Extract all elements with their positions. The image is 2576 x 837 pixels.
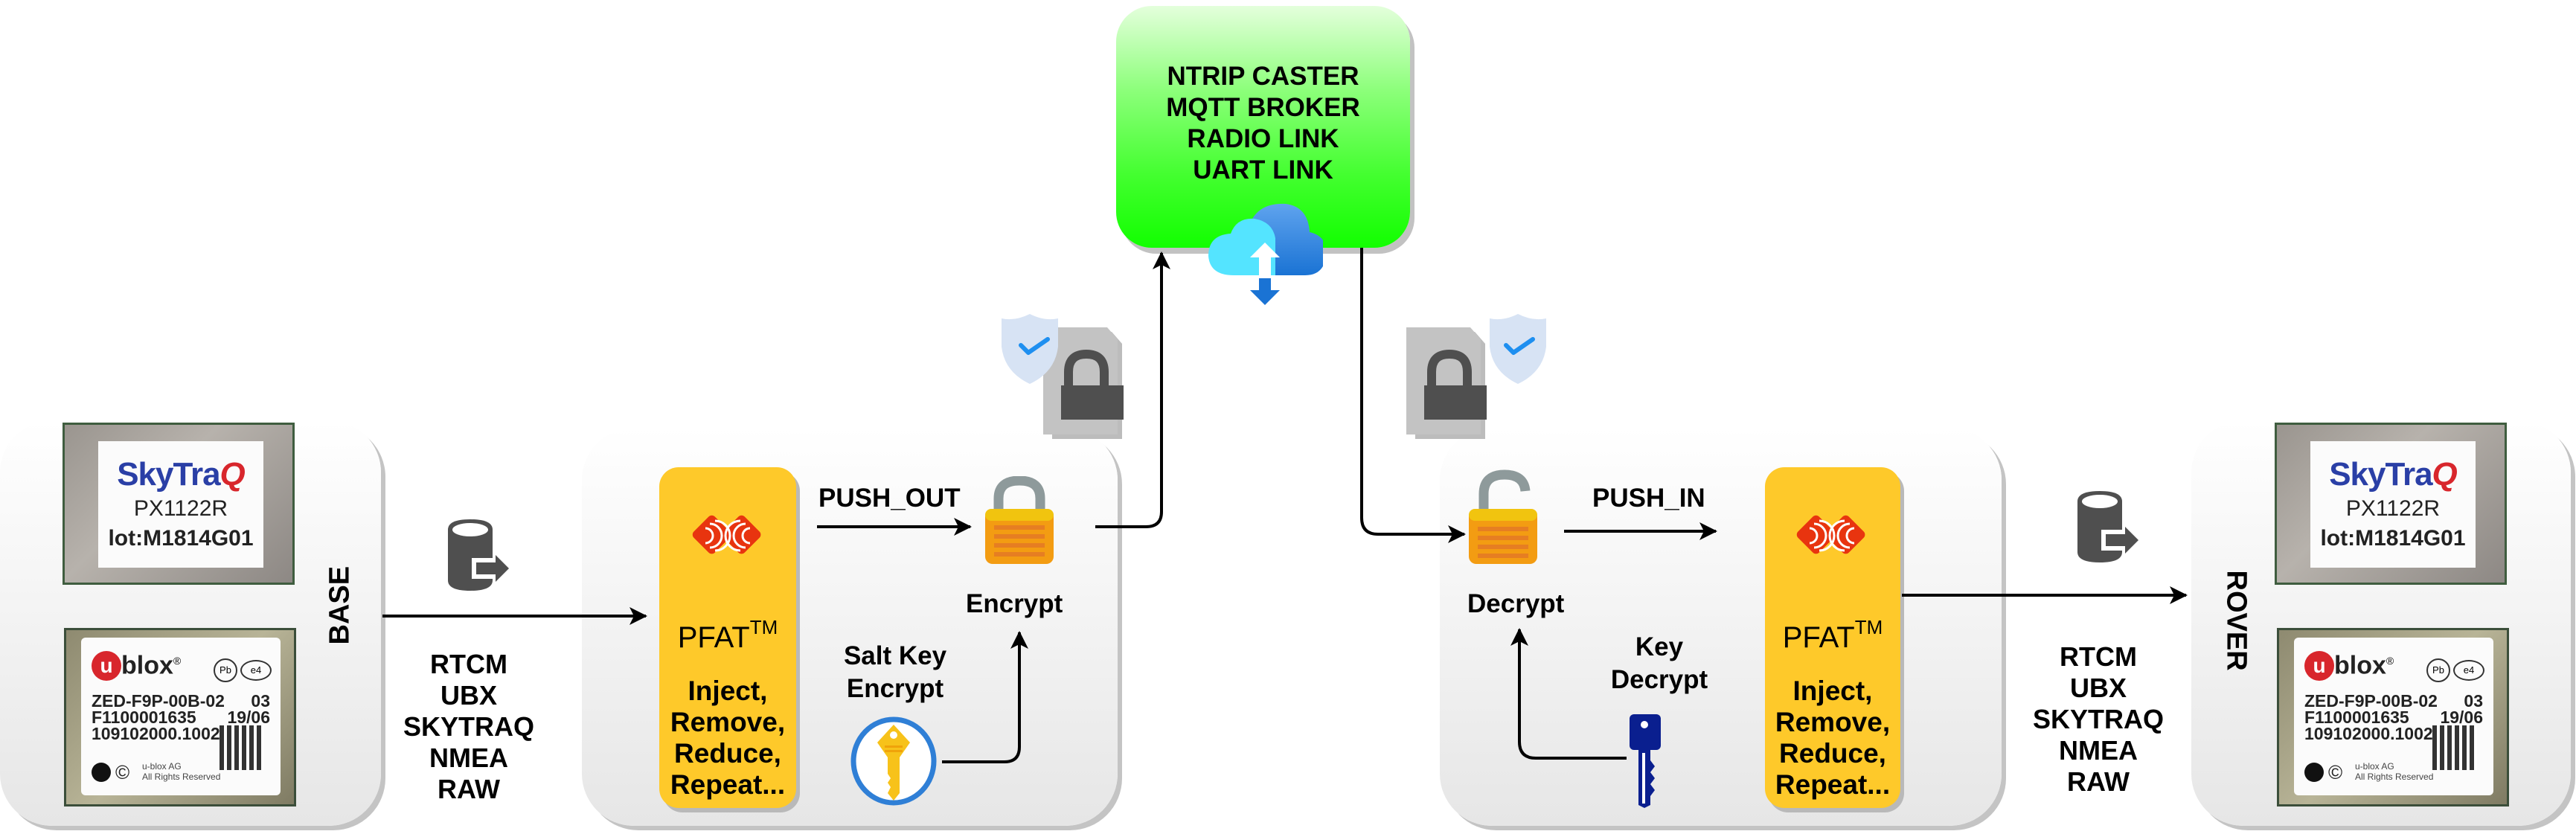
chip-rev: 03 — [2464, 691, 2483, 711]
chip-serial: F1100001635 — [92, 708, 196, 727]
pfat-logo-icon — [692, 515, 761, 554]
chip-date: 19/06 — [2440, 708, 2483, 727]
secure-document-lock-icon — [1406, 314, 1546, 439]
chip-maker: u-blox AG — [142, 761, 182, 772]
chip-date: 19/06 — [227, 708, 270, 727]
blue-key-icon[interactable] — [1628, 713, 1662, 809]
rover-format-list: RTCM UBX SKYTRAQ NMEA RAW — [2024, 641, 2173, 798]
chip-serial: F1100001635 — [2304, 708, 2409, 727]
pfat-block-encrypt[interactable]: PFATTM Inject, Remove, Reduce, Repeat... — [659, 467, 796, 808]
base-label: BASE — [324, 565, 356, 645]
pfat-logo-icon — [1796, 515, 1865, 554]
rover-label: ROVER — [2220, 570, 2252, 671]
datamatrix-code — [2432, 725, 2477, 770]
transport-box[interactable]: NTRIP CASTER MQTT BROKER RADIO LINK UART… — [1116, 6, 1410, 248]
base-format-list: RTCM UBX SKYTRAQ NMEA RAW — [394, 649, 543, 805]
chip-part: ZED-F9P-00B-02 — [92, 691, 225, 711]
gold-key-icon[interactable] — [850, 716, 938, 806]
e4-icon: e4 — [240, 660, 272, 681]
format-item: UBX — [2069, 673, 2127, 703]
push-out-label: PUSH_OUT — [818, 484, 961, 513]
chip-lot: lot:M1814G01 — [108, 526, 254, 551]
chip-rights: All Rights Reserved — [2355, 772, 2434, 782]
format-item: NMEA — [429, 743, 508, 773]
skytraq-chip: SkyTraQ PX1122R lot:M1814G01 — [2275, 423, 2507, 585]
chip-lot: lot:M1814G01 — [2320, 526, 2466, 551]
pfat-title: PFATTM — [677, 616, 778, 654]
chip-code: 109102000.1002 — [92, 724, 220, 743]
pb-free-icon: Pb — [2426, 658, 2450, 682]
chip-model: PX1122R — [2345, 496, 2441, 521]
cloud-upload-download-icon — [1208, 203, 1323, 305]
transport-list: NTRIP CASTER MQTT BROKER RADIO LINK UART… — [1166, 62, 1360, 185]
copyright-icon: © — [2328, 761, 2343, 783]
chip-maker: u-blox AG — [2355, 761, 2394, 772]
chip-part: ZED-F9P-00B-02 — [2304, 691, 2438, 711]
format-item: SKYTRAQ — [2032, 704, 2164, 734]
format-item: RAW — [2067, 766, 2130, 797]
format-item: RTCM — [430, 649, 507, 679]
skytraq-chip: SkyTraQ PX1122R lot:M1814G01 — [63, 423, 295, 585]
decrypt-label: Decrypt — [1467, 589, 1565, 618]
open-padlock-icon — [1469, 469, 1537, 564]
encrypt-label: Encrypt — [966, 589, 1063, 618]
copyright-icon: © — [115, 761, 130, 783]
pin1-dot — [92, 763, 111, 782]
pfat-actions: Inject, Remove, Reduce, Repeat... — [1775, 676, 1891, 800]
chip-rev: 03 — [251, 691, 270, 711]
pin1-dot — [2304, 763, 2324, 782]
format-item: SKYTRAQ — [403, 711, 534, 742]
format-item: UBX — [440, 680, 497, 711]
database-export-icon — [2077, 491, 2143, 562]
datamatrix-code — [220, 725, 264, 770]
secure-document-lock-icon — [1002, 314, 1124, 439]
format-item: NMEA — [2059, 735, 2138, 766]
skytraq-logo: SkyTraQ — [117, 456, 246, 493]
chip-code: 109102000.1002 — [2304, 724, 2433, 743]
pb-free-icon: Pb — [214, 658, 237, 682]
pfat-block-decrypt[interactable]: PFATTM Inject, Remove, Reduce, Repeat... — [1765, 467, 1900, 808]
database-export-icon — [448, 519, 513, 591]
pfat-title: PFATTM — [1782, 616, 1883, 654]
pfat-actions: Inject, Remove, Reduce, Repeat... — [670, 676, 786, 800]
key-decrypt-label: Key Decrypt — [1610, 632, 1708, 694]
push-in-label: PUSH_IN — [1592, 484, 1705, 513]
format-item: RTCM — [2060, 641, 2137, 672]
format-item: RAW — [438, 774, 500, 804]
salt-key-encrypt-label: Salt Key Encrypt — [843, 641, 947, 703]
skytraq-logo: SkyTraQ — [2329, 456, 2458, 493]
e4-icon: e4 — [2453, 660, 2484, 681]
closed-padlock-icon — [985, 476, 1054, 564]
chip-rights: All Rights Reserved — [142, 772, 221, 782]
chip-model: PX1122R — [133, 496, 228, 521]
